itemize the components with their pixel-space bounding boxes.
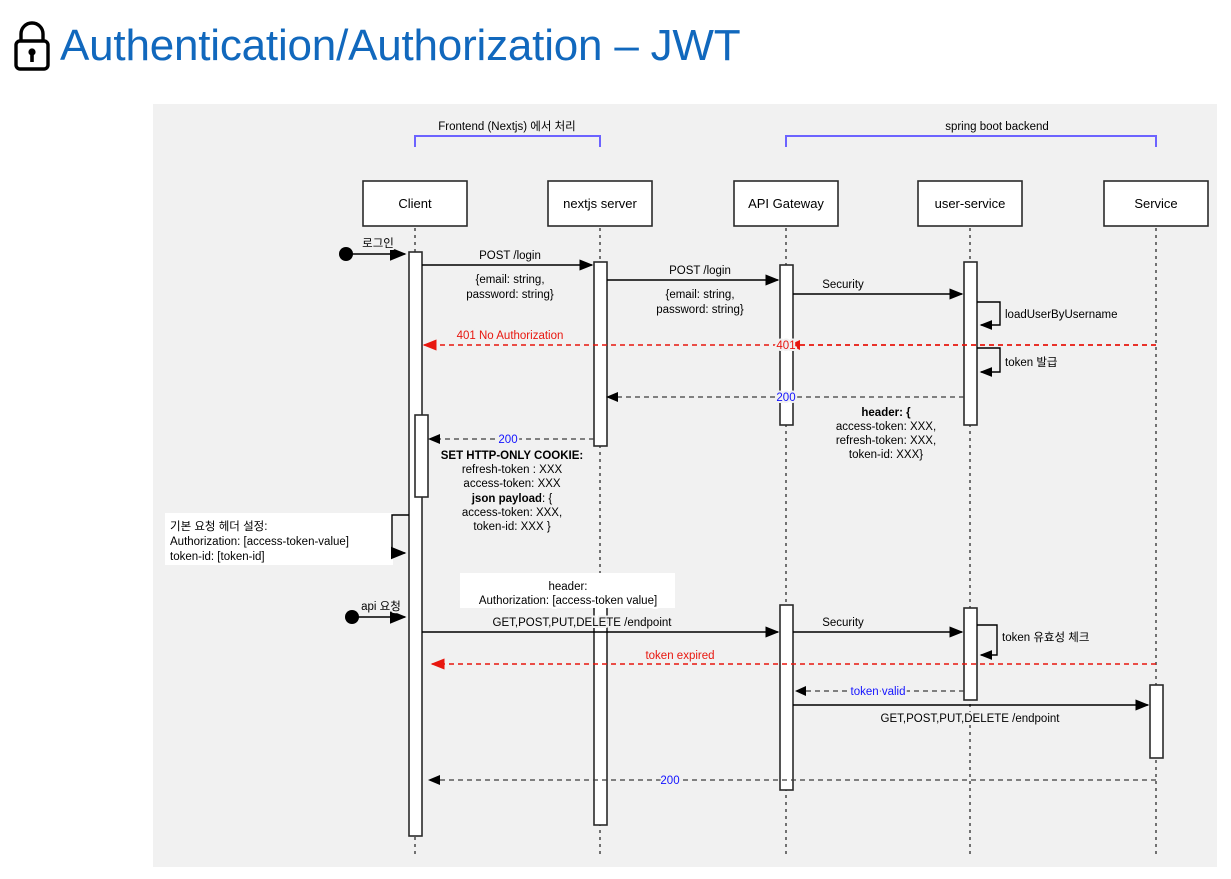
page-title-bar: Authentication/Authorization – JWT xyxy=(0,0,1231,92)
lock-icon xyxy=(14,21,50,71)
page-title: Authentication/Authorization – JWT xyxy=(60,21,741,70)
diagram-frame xyxy=(152,103,1218,868)
